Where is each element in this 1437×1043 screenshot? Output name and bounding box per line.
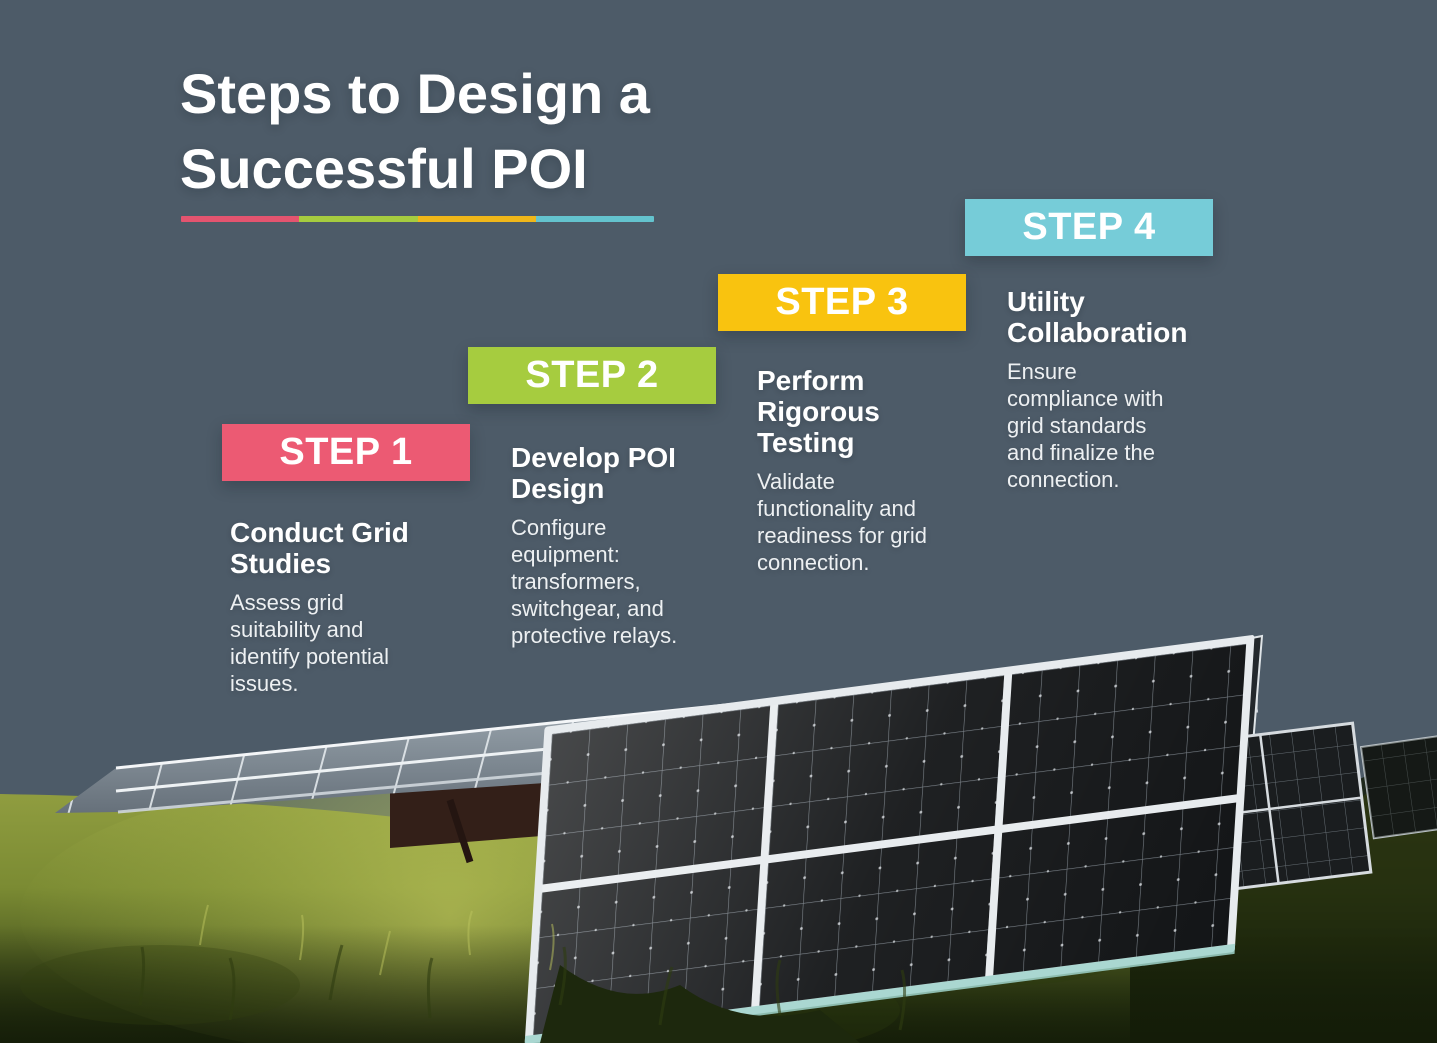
step-2-description: Configure equipment: transformers, switc… xyxy=(511,515,678,648)
step-3-description: Validate functionality and readiness for… xyxy=(757,469,927,575)
title-underline xyxy=(181,216,654,222)
step-3-badge: STEP 3 xyxy=(718,274,966,331)
step-2-column: STEP 2 Develop POI Design Configure equi… xyxy=(468,347,716,649)
step-2-heading: Develop POI Design xyxy=(511,442,676,504)
underline-segment-green xyxy=(299,216,418,222)
foreground-grass xyxy=(138,904,907,1043)
step-4-heading: Utility Collaboration xyxy=(1007,286,1188,348)
underline-segment-yellow xyxy=(417,216,536,222)
step-3-column: STEP 3 Perform Rigorous Testing Validate… xyxy=(718,274,966,576)
step-4-badge: STEP 4 xyxy=(965,199,1213,256)
step-1-description: Assess grid suitability and identify pot… xyxy=(230,590,389,696)
step-2-badge: STEP 2 xyxy=(468,347,716,404)
step-1-badge: STEP 1 xyxy=(222,424,470,481)
step-3-heading: Perform Rigorous Testing xyxy=(757,365,880,458)
underline-segment-pink xyxy=(181,216,300,222)
page-title: Steps to Design a Successful POI xyxy=(180,62,650,200)
step-1-heading: Conduct Grid Studies xyxy=(230,517,409,579)
step-4-description: Ensure compliance with grid standards an… xyxy=(1007,359,1164,492)
underline-segment-teal xyxy=(535,216,654,222)
step-4-column: STEP 4 Utility Collaboration Ensure comp… xyxy=(965,199,1213,493)
step-1-column: STEP 1 Conduct Grid Studies Assess grid … xyxy=(222,424,470,697)
